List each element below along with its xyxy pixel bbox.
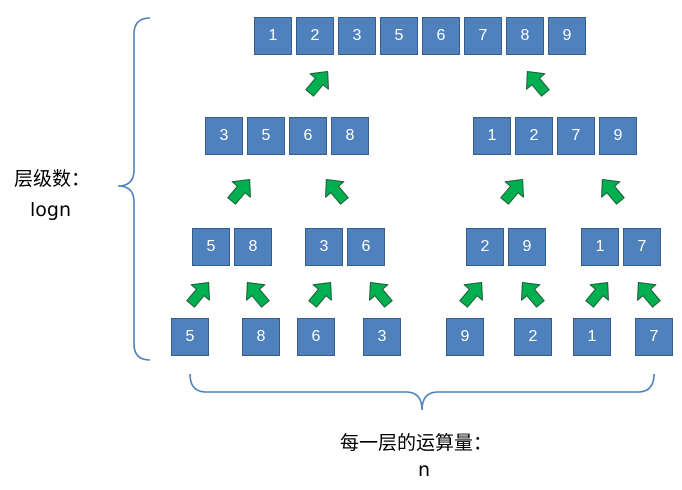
up-arrow-icon (521, 282, 545, 308)
cell-level3-group3-item0: 3 (363, 318, 401, 356)
up-arrow-icon (601, 179, 625, 205)
cell-level2-group3-item0: 1 (581, 228, 619, 266)
cell-level3-group1-item0: 8 (242, 318, 280, 356)
cell-level0-group0-item5: 7 (464, 17, 502, 55)
cell-level2-group2-item1: 9 (508, 228, 546, 266)
left-brace (117, 17, 151, 361)
cell-level3-group0-item0: 5 (171, 318, 209, 356)
up-arrow-icon (585, 282, 609, 308)
up-arrow-icon (369, 282, 393, 308)
cell-level2-group1-item0: 3 (305, 228, 343, 266)
cell-level0-group0-item6: 8 (506, 17, 544, 55)
cell-level1-group1-item0: 1 (473, 117, 511, 155)
work-per-level-label: 每一层的运算量： (340, 432, 493, 454)
cell-level2-group0-item0: 5 (192, 228, 230, 266)
cell-level1-group0-item0: 3 (205, 117, 243, 155)
cell-level1-group1-item2: 7 (557, 117, 595, 155)
cell-level0-group0-item3: 5 (380, 17, 418, 55)
cell-level0-group0-item4: 6 (422, 17, 460, 55)
up-arrow-icon (637, 282, 661, 308)
cell-level3-group4-item0: 9 (446, 318, 484, 356)
cell-level2-group1-item1: 6 (347, 228, 385, 266)
cell-level0-group0-item2: 3 (338, 17, 376, 55)
level-count-value: logn (30, 199, 72, 221)
cell-level3-group7-item0: 7 (635, 318, 673, 356)
up-arrow-icon (227, 179, 251, 205)
up-arrow-icon (500, 179, 524, 205)
cell-level2-group2-item0: 2 (466, 228, 504, 266)
cell-level3-group5-item0: 2 (514, 318, 552, 356)
cell-level1-group1-item1: 2 (515, 117, 553, 155)
up-arrow-icon (246, 282, 270, 308)
level-count-label: 层级数： (14, 168, 91, 190)
cell-level2-group3-item1: 7 (623, 228, 661, 266)
cell-level2-group0-item1: 8 (234, 228, 272, 266)
cell-level1-group0-item2: 6 (289, 117, 327, 155)
cell-level1-group0-item1: 5 (247, 117, 285, 155)
up-arrow-icon (305, 71, 329, 97)
cell-level0-group0-item7: 9 (548, 17, 586, 55)
cell-level3-group6-item0: 1 (573, 318, 611, 356)
merge-arrows (186, 71, 661, 308)
cell-level0-group0-item0: 1 (254, 17, 292, 55)
up-arrow-icon (325, 179, 349, 205)
bottom-brace (189, 373, 655, 411)
up-arrow-icon (308, 282, 332, 308)
work-per-level-value: n (418, 459, 431, 481)
cell-level1-group0-item3: 8 (331, 117, 369, 155)
up-arrow-icon (526, 71, 550, 97)
cell-level0-group0-item1: 2 (296, 17, 334, 55)
cell-level3-group2-item0: 6 (297, 318, 335, 356)
up-arrow-icon (459, 282, 483, 308)
cell-level1-group1-item3: 9 (599, 117, 637, 155)
up-arrow-icon (186, 282, 210, 308)
